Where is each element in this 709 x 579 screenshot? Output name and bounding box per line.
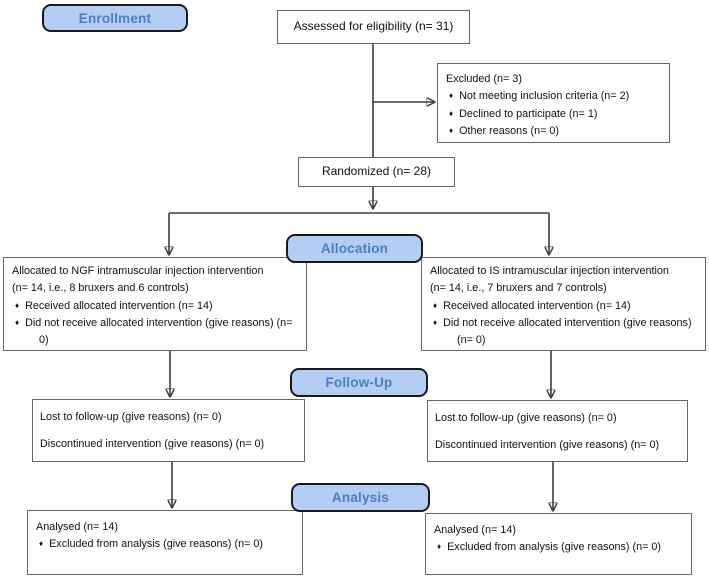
excluded-bullet-2-text: Declined to participate (n= 1) — [459, 107, 598, 120]
followup-left-box: Lost to follow-up (give reasons) (n= 0) … — [32, 399, 305, 462]
excluded-box: Excluded (n= 3) ♦ Not meeting inclusion c… — [437, 63, 670, 143]
allocation-ngf-bullet-2-text: Did not receive allocated intervention (… — [25, 316, 293, 347]
diamond-bullet-icon: ♦ — [449, 91, 454, 101]
allocation-ngf-line2: (n= 14, i.e., 8 bruxers and 6 controls) — [12, 282, 189, 295]
assessed-eligibility-box: Assessed for eligibility (n= 31) — [277, 10, 470, 44]
allocation-is-line2: (n= 14, i.e., 7 bruxers and 7 controls) — [430, 282, 607, 295]
analysis-right-bullet-text: Excluded from analysis (give reasons) (n… — [447, 541, 662, 554]
stage-label-analysis: Analysis — [291, 483, 430, 512]
diamond-bullet-icon: ♦ — [39, 539, 44, 549]
analysis-left-bullet-text: Excluded from analysis (give reasons) (n… — [49, 538, 264, 551]
randomized-box: Randomized (n= 28) — [298, 157, 455, 187]
diamond-bullet-icon: ♦ — [437, 542, 442, 552]
followup-right-line2: Discontinued intervention (give reasons)… — [435, 439, 660, 452]
allocation-ngf-bullet-1: ♦ Received allocated intervention (n= 14) — [15, 298, 298, 315]
diamond-bullet-icon: ♦ — [433, 300, 438, 310]
analysis-right-box: Analysed (n= 14) ♦ Excluded from analysis… — [425, 513, 692, 575]
allocation-ngf-box: Allocated to NGF intramuscular injection… — [3, 257, 307, 351]
analysis-right-title: Analysed (n= 14) — [434, 524, 516, 536]
stage-label-allocation: Allocation — [286, 234, 423, 263]
analysis-left-box: Analysed (n= 14) ♦ Excluded from analysis… — [27, 510, 303, 575]
allocation-is-bullet-1: ♦ Received allocated intervention (n= 14) — [433, 298, 697, 315]
allocation-ngf-bullet-1-text: Received allocated intervention (n= 14) — [25, 299, 213, 312]
allocation-ngf-bullet-2: ♦ Did not receive allocated intervention … — [15, 315, 298, 350]
allocation-is-line1: Allocated to IS intramuscular injection … — [430, 265, 669, 277]
excluded-bullet-1: ♦ Not meeting inclusion criteria (n= 2) — [449, 88, 661, 105]
analysis-right-bullet: ♦ Excluded from analysis (give reasons) (… — [437, 539, 683, 556]
followup-left-line2: Discontinued intervention (give reasons)… — [40, 438, 265, 451]
analysis-left-title: Analysed (n= 14) — [36, 521, 118, 533]
allocation-is-bullet-2: ♦ Did not receive allocated intervention … — [433, 315, 697, 350]
diamond-bullet-icon: ♦ — [433, 317, 438, 327]
analysis-left-bullet: ♦ Excluded from analysis (give reasons) (… — [39, 536, 294, 553]
diamond-bullet-icon: ♦ — [449, 125, 454, 135]
followup-right-line1: Lost to follow-up (give reasons) (n= 0) — [435, 412, 617, 424]
diamond-bullet-icon: ♦ — [15, 317, 20, 327]
excluded-bullet-1-text: Not meeting inclusion criteria (n= 2) — [459, 90, 630, 103]
allocation-is-bullet-1-text: Received allocated intervention (n= 14) — [443, 299, 631, 312]
excluded-bullet-2: ♦ Declined to participate (n= 1) — [449, 106, 661, 123]
excluded-title: Excluded (n= 3) — [446, 73, 522, 85]
followup-right-box: Lost to follow-up (give reasons) (n= 0) … — [427, 400, 688, 462]
stage-label-followup: Follow-Up — [290, 368, 428, 397]
diamond-bullet-icon: ♦ — [449, 108, 454, 118]
diamond-bullet-icon: ♦ — [15, 300, 20, 310]
excluded-bullet-3-text: Other reasons (n= 0) — [459, 124, 560, 137]
allocation-is-bullet-2-text: Did not receive allocated intervention (… — [443, 316, 692, 347]
allocation-is-box: Allocated to IS intramuscular injection … — [421, 257, 706, 351]
excluded-bullet-3: ♦ Other reasons (n= 0) — [449, 123, 661, 140]
stage-label-enrollment: Enrollment — [42, 4, 188, 32]
allocation-ngf-line1: Allocated to NGF intramuscular injection… — [12, 265, 264, 277]
followup-left-line1: Lost to follow-up (give reasons) (n= 0) — [40, 411, 222, 423]
